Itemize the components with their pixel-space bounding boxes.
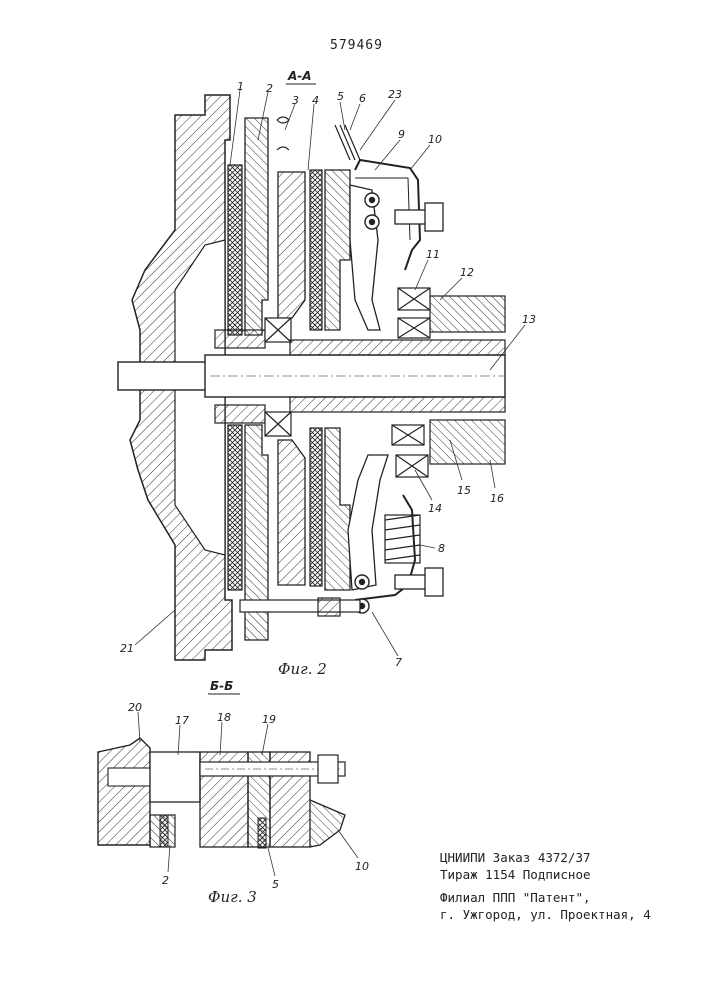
callout: 4 xyxy=(312,94,319,107)
imprint-line-3: Филиал ППП "Патент", xyxy=(440,890,591,905)
callout: 2 xyxy=(162,874,169,887)
callout: 23 xyxy=(388,88,402,101)
callout: 5 xyxy=(337,90,344,103)
clutch-discs xyxy=(227,117,351,641)
hub-and-shaft xyxy=(117,295,506,465)
callout: 19 xyxy=(262,713,276,726)
callout: 13 xyxy=(522,313,536,326)
cover-and-levers xyxy=(239,116,444,617)
imprint-line-4: г. Ужгород, ул. Проектная, 4 xyxy=(440,907,651,922)
callout: 1 xyxy=(237,80,244,93)
callout: 3 xyxy=(292,94,299,107)
figure-2-caption: Фиг. 2 xyxy=(278,660,327,678)
callout: 18 xyxy=(217,711,231,724)
fig3-parts xyxy=(97,737,346,849)
leader-lines xyxy=(134,89,526,657)
patent-number: 579469 xyxy=(330,38,383,53)
callout: 15 xyxy=(457,484,471,497)
figure-3-callouts: Б-Б 20 17 18 19 2 5 10 xyxy=(128,679,369,891)
callout: 17 xyxy=(175,714,189,727)
callout: 6 xyxy=(359,92,366,105)
figure-2-callouts: А-А 1 2 3 4 5 6 23 9 10 11 12 13 15 16 1… xyxy=(120,69,536,669)
callout: 10 xyxy=(428,133,442,146)
fig3-leader-lines xyxy=(137,711,359,877)
callout: 12 xyxy=(460,266,474,279)
callout: 21 xyxy=(120,642,134,655)
figure-3-caption: Фиг. 3 xyxy=(208,888,257,906)
imprint-line-2: Тираж 1154 Подписное xyxy=(440,867,591,882)
callout: 11 xyxy=(426,248,440,261)
callout: 2 xyxy=(266,82,273,95)
imprint-line-1: ЦНИИПИ Заказ 4372/37 xyxy=(440,850,591,865)
callout: 16 xyxy=(490,492,504,505)
callout: 8 xyxy=(438,542,445,555)
callout: 7 xyxy=(395,656,402,669)
callout: 9 xyxy=(398,128,405,141)
callout: 5 xyxy=(272,878,279,891)
callout: 14 xyxy=(428,502,442,515)
bearings xyxy=(391,287,431,478)
callout: 20 xyxy=(128,701,142,714)
section-label-a-a: А-А xyxy=(287,69,312,83)
callout: 10 xyxy=(355,860,369,873)
section-label-b-b: Б-Б xyxy=(210,679,233,693)
